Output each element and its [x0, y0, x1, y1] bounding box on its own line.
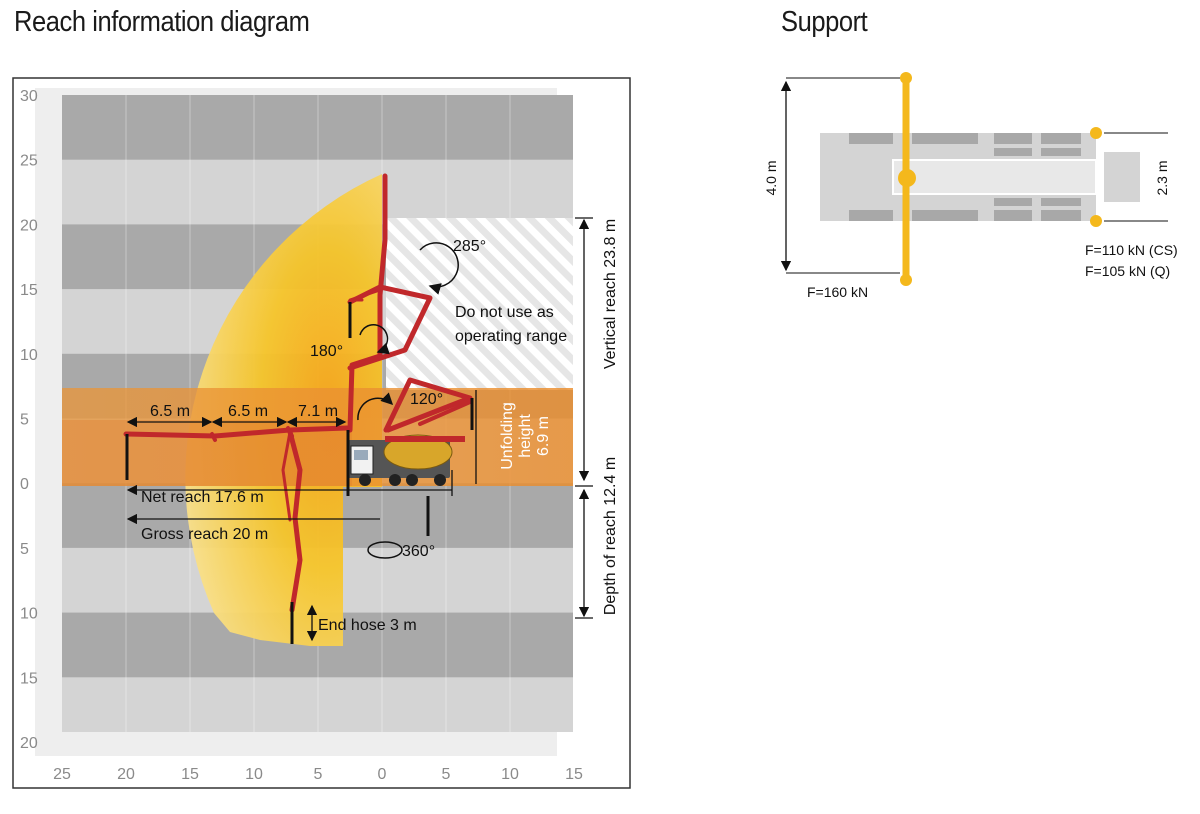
x-tick-label: 20 [117, 766, 135, 783]
y-tick-label: 0 [20, 476, 29, 493]
unfolding-height-band [62, 388, 573, 486]
x-tick-label: 15 [181, 766, 199, 783]
unfold-label-line1: Unfolding [499, 402, 516, 470]
force-rear-label-line1: F=110 kN (CS) [1085, 242, 1178, 258]
force-front-label: F=160 kN [807, 284, 868, 300]
reach-diagram-title: Reach information diagram [14, 6, 310, 38]
x-tick-label: 5 [442, 766, 451, 783]
y-tick-label: 15 [20, 670, 38, 687]
unfold-label-line2: height [517, 414, 534, 458]
dimension-lines [126, 217, 593, 642]
hoses-and-outriggers [125, 302, 474, 644]
force-rear-label-line2: F=105 kN (Q) [1085, 263, 1170, 279]
x-tick-label: 10 [501, 766, 519, 783]
y-tick-label: 25 [20, 153, 38, 170]
no-use-region [386, 218, 573, 390]
rotation-360-label: 360° [402, 543, 435, 560]
rotation-180-label: 180° [310, 343, 343, 360]
end-hose-label: End hose 3 m [318, 617, 417, 634]
x-tick-label: 25 [53, 766, 71, 783]
support-width-label: 4.0 m [763, 160, 779, 195]
no-use-label-line1: Do not use as [455, 304, 554, 321]
support-diagram [780, 72, 1168, 286]
y-tick-label: 20 [20, 217, 38, 234]
net-reach-label: Net reach 17.6 m [141, 489, 264, 506]
gross-reach-label: Gross reach 20 m [141, 526, 268, 543]
grid-band [62, 95, 573, 161]
unfold-label-line3: 6.9 m [535, 416, 552, 456]
rotation-arrows [357, 242, 459, 559]
seg3-label: 7.1 m [298, 403, 338, 420]
truck-mixer [348, 434, 465, 486]
y-tick-label: 20 [20, 735, 38, 752]
no-use-label-line2: operating range [455, 328, 567, 345]
vertical-reach-label: Vertical reach 23.8 m [602, 219, 619, 369]
support-diagram-title: Support [781, 6, 868, 38]
x-tick-label: 0 [378, 766, 387, 783]
y-tick-label: 5 [20, 541, 29, 558]
seg2-label: 6.5 m [228, 403, 268, 420]
x-tick-label: 10 [245, 766, 263, 783]
y-tick-label: 10 [20, 347, 38, 364]
rotation-285-label: 285° [453, 238, 486, 255]
depth-reach-label: Depth of reach 12.4 m [602, 457, 619, 615]
x-axis-ticks: 25 20 15 10 5 0 5 10 15 [53, 766, 583, 783]
y-tick-label: 30 [20, 88, 38, 105]
y-tick-label: 10 [20, 606, 38, 623]
y-axis-ticks: 30 25 20 15 10 5 0 5 10 15 20 [20, 88, 38, 752]
x-tick-label: 5 [314, 766, 323, 783]
y-tick-label: 5 [20, 412, 29, 429]
grid-band [62, 677, 573, 732]
support-rear-label: 2.3 m [1154, 160, 1170, 195]
y-tick-label: 15 [20, 282, 38, 299]
rotation-120-label: 120° [410, 391, 443, 408]
x-tick-label: 15 [565, 766, 583, 783]
seg1-label: 6.5 m [150, 403, 190, 420]
